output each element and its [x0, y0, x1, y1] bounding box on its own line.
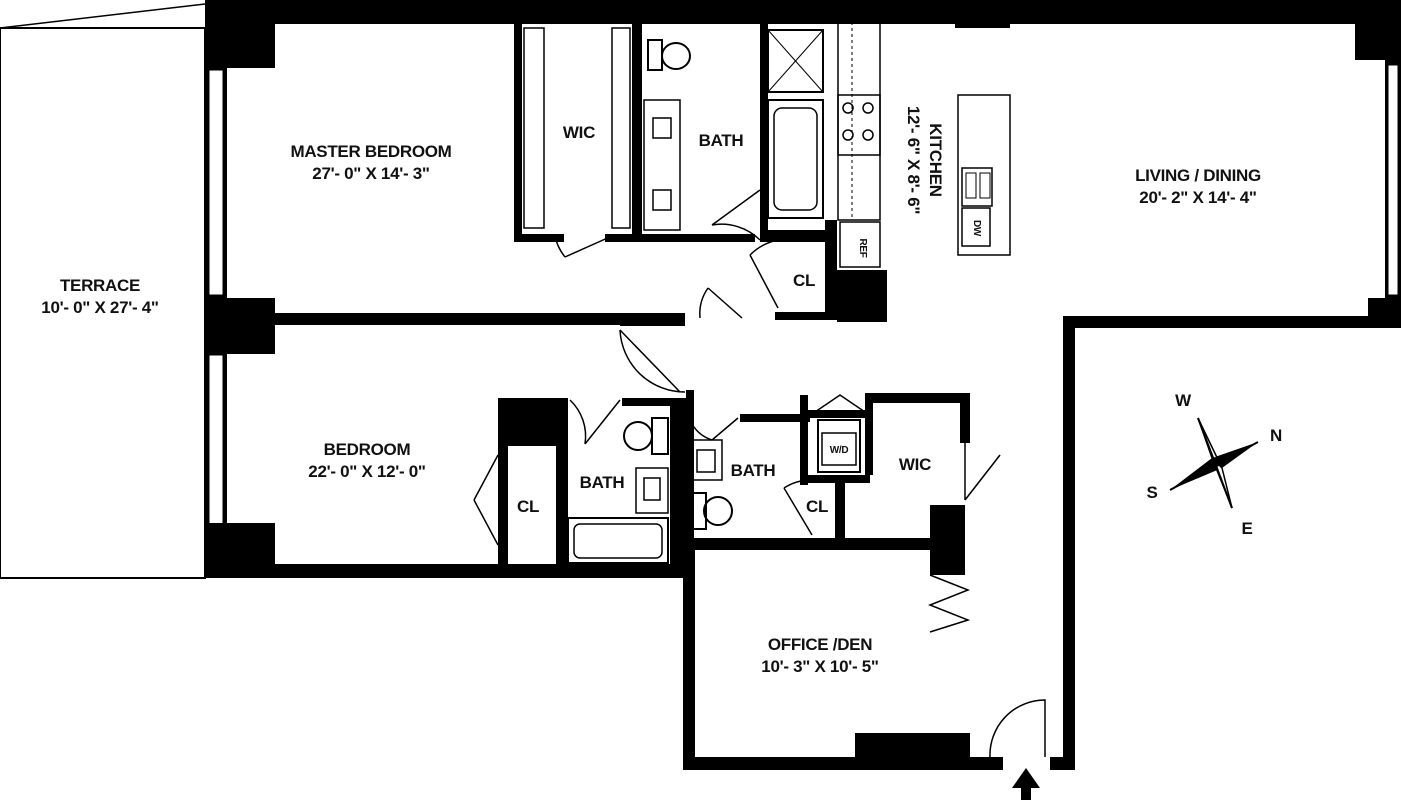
- compass-e: E: [1241, 519, 1252, 538]
- washer-dryer-label: W/D: [830, 445, 849, 456]
- kitchen-dims: 12'- 6" X 8'- 6": [904, 106, 923, 214]
- dishwasher-label: DW: [971, 220, 982, 237]
- kitchen-name: KITCHEN: [926, 123, 945, 196]
- bedroom-name: BEDROOM: [324, 440, 411, 459]
- compass-s: S: [1146, 483, 1157, 502]
- room-labels: TERRACE 10'- 0" X 27'- 4" MASTER BEDROOM…: [41, 106, 1261, 676]
- bedroom-dims: 22'- 0" X 12'- 0": [308, 462, 425, 481]
- compass-w: W: [1175, 391, 1192, 410]
- office-den-name: OFFICE /DEN: [768, 635, 872, 654]
- door-swings: [473, 189, 1046, 758]
- interior-walls: [205, 20, 970, 573]
- terrace-dims: 10'- 0" X 27'- 4": [41, 298, 158, 317]
- wic-shelving: [523, 27, 631, 229]
- office-den-dims: 10'- 3" X 10'- 5": [761, 657, 878, 676]
- master-cl-name: CL: [793, 271, 815, 290]
- terrace-name: TERRACE: [60, 276, 140, 295]
- bedroom-bath-fixtures: [567, 417, 669, 564]
- kitchen-fixtures: REF DW: [837, 21, 1011, 268]
- compass-n: N: [1270, 426, 1282, 445]
- living-dining-name: LIVING / DINING: [1135, 166, 1261, 185]
- master-bath-fixtures: [643, 29, 824, 231]
- master-bath-name: BATH: [699, 131, 744, 150]
- master-bedroom-dims: 27'- 0" X 14'- 3": [312, 164, 429, 183]
- living-dining-dims: 20'- 2" X 14'- 4": [1139, 188, 1256, 207]
- entry-arrow-icon: [1012, 768, 1040, 800]
- bedroom-cl-name: CL: [517, 497, 539, 516]
- exterior-walls: [205, 0, 1401, 770]
- bedroom-bath-name: BATH: [580, 473, 625, 492]
- hall-cl-name: CL: [806, 497, 828, 516]
- master-wic-name: WIC: [563, 123, 595, 142]
- master-bedroom-name: MASTER BEDROOM: [290, 142, 451, 161]
- hall-bath-name: BATH: [731, 461, 776, 480]
- hall-bath-fixtures: W/D: [689, 419, 861, 530]
- refrigerator-label: REF: [857, 238, 868, 257]
- office-wic-name: WIC: [899, 455, 931, 474]
- compass-rose-icon: W N S E: [1146, 391, 1282, 538]
